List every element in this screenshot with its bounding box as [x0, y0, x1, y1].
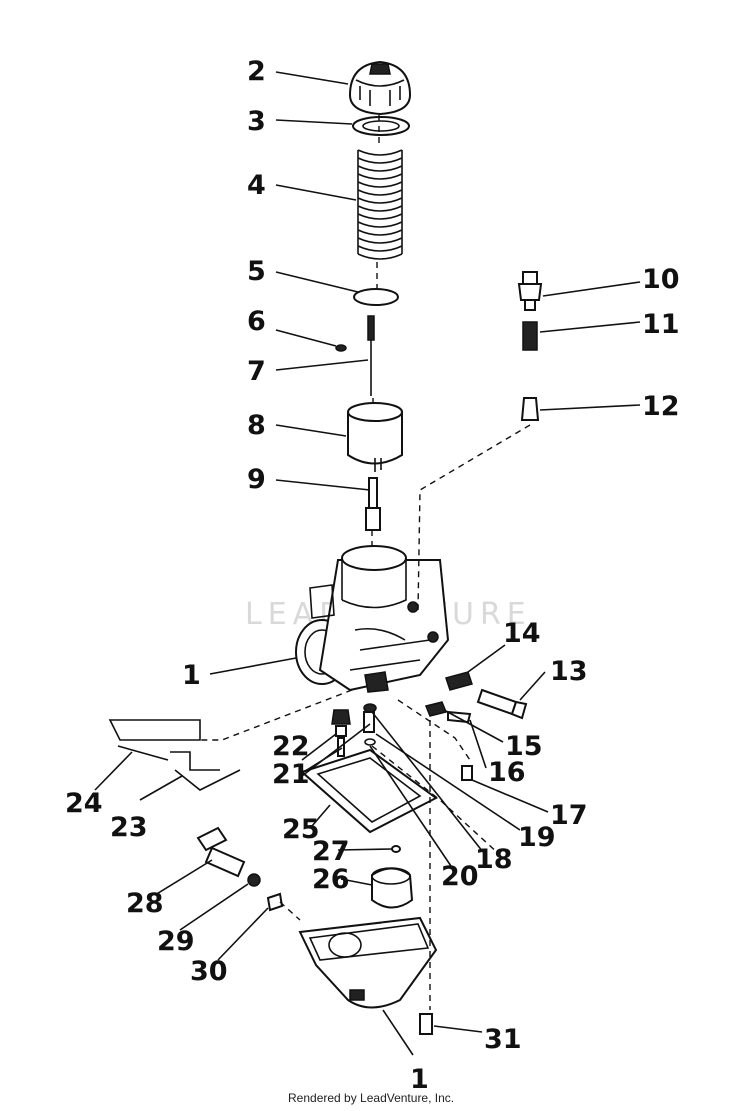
part-spring-14 [445, 671, 473, 691]
part-spring-small [522, 321, 538, 351]
callout-29: 29 [157, 926, 195, 957]
callout-20: 20 [441, 861, 479, 892]
part-31 [419, 1013, 433, 1035]
callout-7: 7 [247, 356, 266, 387]
callout-12: 12 [642, 391, 680, 422]
part-float-bowl [298, 916, 438, 1009]
callout-5: 5 [247, 256, 266, 287]
part-jet-needle [367, 315, 375, 396]
callout-31: 31 [484, 1024, 522, 1055]
callout-10: 10 [642, 264, 680, 295]
part-retainer-plate [353, 288, 399, 306]
callout-13: 13 [550, 656, 588, 687]
callout-19: 19 [518, 822, 556, 853]
part-17 [461, 765, 473, 781]
part-29 [247, 873, 261, 887]
part-30 [266, 892, 284, 912]
assembly-lines [200, 115, 531, 1010]
callout-1-body: 1 [182, 660, 201, 691]
part-throttle-slide [347, 402, 403, 472]
part-spring [357, 149, 403, 260]
part-clip [335, 344, 347, 352]
part-adjuster-fitting [517, 271, 543, 311]
callout-23: 23 [110, 812, 148, 843]
part-bracket [108, 719, 241, 791]
part-banjo-bolt [196, 826, 246, 878]
callout-22: 22 [272, 731, 310, 762]
callout-1-bowl: 1 [410, 1064, 429, 1095]
part-fitting [520, 397, 540, 421]
callout-18: 18 [475, 844, 513, 875]
callout-6: 6 [247, 306, 266, 337]
callout-labels: 2 3 4 5 6 7 8 9 1 10 11 12 13 14 15 16 1… [65, 56, 680, 1095]
part-pilot-jet [363, 703, 377, 746]
part-carburetor-body [295, 545, 450, 693]
part-cap [348, 60, 412, 116]
part-27 [391, 845, 401, 853]
callout-17: 17 [550, 800, 588, 831]
callout-14: 14 [503, 618, 541, 649]
callout-15: 15 [505, 731, 543, 762]
callout-28: 28 [126, 888, 164, 919]
callout-11: 11 [642, 309, 680, 340]
callout-21: 21 [272, 759, 310, 790]
leader-lines [94, 71, 641, 1056]
callout-4: 4 [247, 170, 266, 201]
callout-27: 27 [312, 836, 350, 867]
callout-3: 3 [247, 106, 266, 137]
callout-26: 26 [312, 864, 350, 895]
part-float [371, 867, 414, 909]
callout-2: 2 [247, 56, 266, 87]
callout-24: 24 [65, 788, 103, 819]
part-float-gasket [300, 748, 438, 834]
callout-8: 8 [247, 410, 266, 441]
part-washer [352, 116, 410, 136]
callout-25: 25 [282, 814, 320, 845]
part-needle-jet [365, 477, 381, 531]
part-air-screw [476, 688, 528, 720]
part-15 [424, 701, 448, 717]
callout-9: 9 [247, 464, 266, 495]
callout-30: 30 [190, 956, 228, 987]
footer-credit: Rendered by LeadVenture, Inc. [288, 1091, 454, 1105]
callout-16: 16 [488, 757, 526, 788]
